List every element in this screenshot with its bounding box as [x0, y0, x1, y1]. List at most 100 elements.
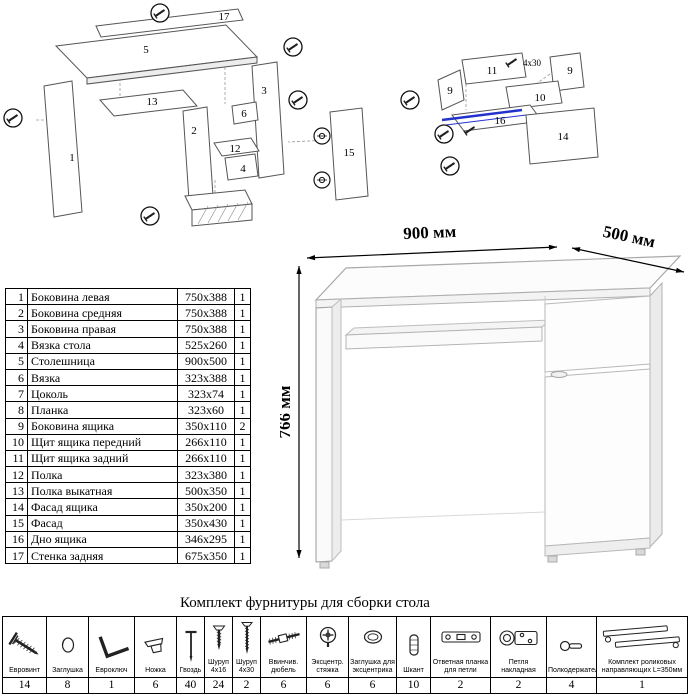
part-num: 9: [5, 417, 28, 435]
part-label: 17: [219, 11, 231, 23]
part-label: 9: [567, 65, 573, 77]
drawer-front: [544, 295, 651, 373]
hardware-label: Шуруп 4x30: [236, 659, 257, 674]
part-qty: 1: [234, 320, 251, 338]
assembly-guide-lines: [36, 62, 331, 196]
part-drawer-back: [461, 52, 527, 85]
part-num: 15: [5, 514, 28, 532]
part-name: Полка выкатная: [27, 482, 178, 500]
part-name: Щит ящика передний: [27, 433, 178, 451]
part-name: Боковина ящика: [27, 417, 178, 435]
part-name: Боковина левая: [27, 287, 178, 306]
part-size: 750x388: [177, 304, 235, 322]
part-qty: 1: [234, 385, 251, 403]
fastener-size-annotation: 4x30: [523, 58, 542, 68]
hinge-callout: [313, 171, 331, 189]
part-back-wall: [95, 8, 244, 38]
hardware-cell: Евроключ: [88, 616, 135, 678]
part-rollout-shelf: [99, 89, 198, 117]
hardware-qty: 1: [596, 676, 688, 694]
part-mid-side: [182, 106, 214, 201]
part-label: 1: [69, 152, 75, 164]
hardware-qty: 24: [204, 676, 233, 694]
part-qty: 1: [234, 433, 251, 451]
part-num: 8: [5, 401, 28, 419]
hardware-cell: Заглушка: [46, 616, 89, 678]
hardware-cell: Ответная планка для петли: [430, 616, 491, 678]
part-name: Фасад ящика: [27, 498, 178, 516]
part-name: Вязка: [27, 368, 178, 387]
part-label: 13: [147, 96, 159, 108]
fastener-callouts: [3, 3, 331, 226]
part-name: Столешница: [27, 352, 178, 370]
part-size: 323x74: [177, 385, 235, 403]
hex-key-icon: [98, 636, 129, 659]
desk-interior-line: [340, 511, 546, 521]
hinge-plate-icon: [440, 631, 481, 643]
fastener-callout: [288, 90, 308, 110]
part-name: Полка: [27, 466, 178, 484]
part-qty: 2: [234, 417, 251, 435]
hardware-label: Гвоздь: [179, 666, 202, 674]
width-label: 900 мм: [403, 222, 457, 243]
handle-groove: [550, 371, 568, 378]
hardware-qty: 10: [396, 676, 431, 694]
height-label: 766 мм: [280, 385, 294, 438]
part-label: 12: [230, 143, 241, 155]
part-qty: 1: [234, 546, 251, 565]
part-number-labels: 17 5 1 13 2 3 12 6 4 15: [69, 11, 355, 175]
hinge-callout: [313, 127, 331, 145]
part-size: 350x200: [177, 498, 235, 516]
part-size: 323x388: [177, 368, 235, 387]
part-facade: [329, 107, 369, 201]
screw-in-dowel-icon: [267, 632, 300, 645]
part-num: 10: [5, 433, 28, 451]
part-num: 3: [5, 320, 28, 338]
hardware-cell: Эксцентр. стяжка: [306, 616, 349, 678]
foot: [319, 561, 330, 569]
part-qty: 1: [234, 352, 251, 370]
part-drawer-side-left: [437, 69, 465, 111]
part-name: Щит ящика задний: [27, 449, 178, 468]
hardware-cell: Шуруп 4x16: [204, 616, 233, 678]
part-right-side: [251, 61, 285, 179]
part-qty: 1: [234, 514, 251, 532]
hardware-qty: 40: [176, 676, 205, 694]
screw-4x30-icon: [240, 622, 253, 654]
part-size: 525x260: [177, 336, 235, 354]
hardware-label: Ножка: [145, 666, 166, 674]
hardware-cell: Петля накладная: [490, 616, 547, 678]
part-qty: 1: [234, 466, 251, 484]
fastener-callout: [283, 37, 303, 57]
part-label: 4: [240, 163, 246, 175]
eccentric-cap-icon: [363, 630, 382, 644]
part-label: 2: [191, 125, 197, 137]
part-name: Боковина правая: [27, 320, 178, 338]
dowel-pin-icon: [408, 634, 419, 656]
part-qty: 1: [234, 530, 251, 549]
part-qty: 1: [234, 368, 251, 387]
plinth: [544, 537, 651, 557]
part-label: 14: [558, 131, 570, 143]
hardware-cell: Гвоздь: [176, 616, 205, 678]
part-size: 323x60: [177, 401, 235, 419]
part-label: 6: [241, 108, 247, 120]
part-size: 675x350: [177, 546, 235, 565]
fastener-callouts: [400, 58, 518, 176]
furniture-leg-icon: [143, 637, 163, 654]
shelf-support-icon: [559, 640, 582, 651]
fastener-callout: [140, 206, 160, 226]
hardware-icon-label-row: Евровинт Заглушка Евроключ Ножка Гвоздь …: [2, 616, 688, 678]
roller-guide-highlight: [441, 108, 527, 126]
desk-drawing: [314, 255, 682, 569]
